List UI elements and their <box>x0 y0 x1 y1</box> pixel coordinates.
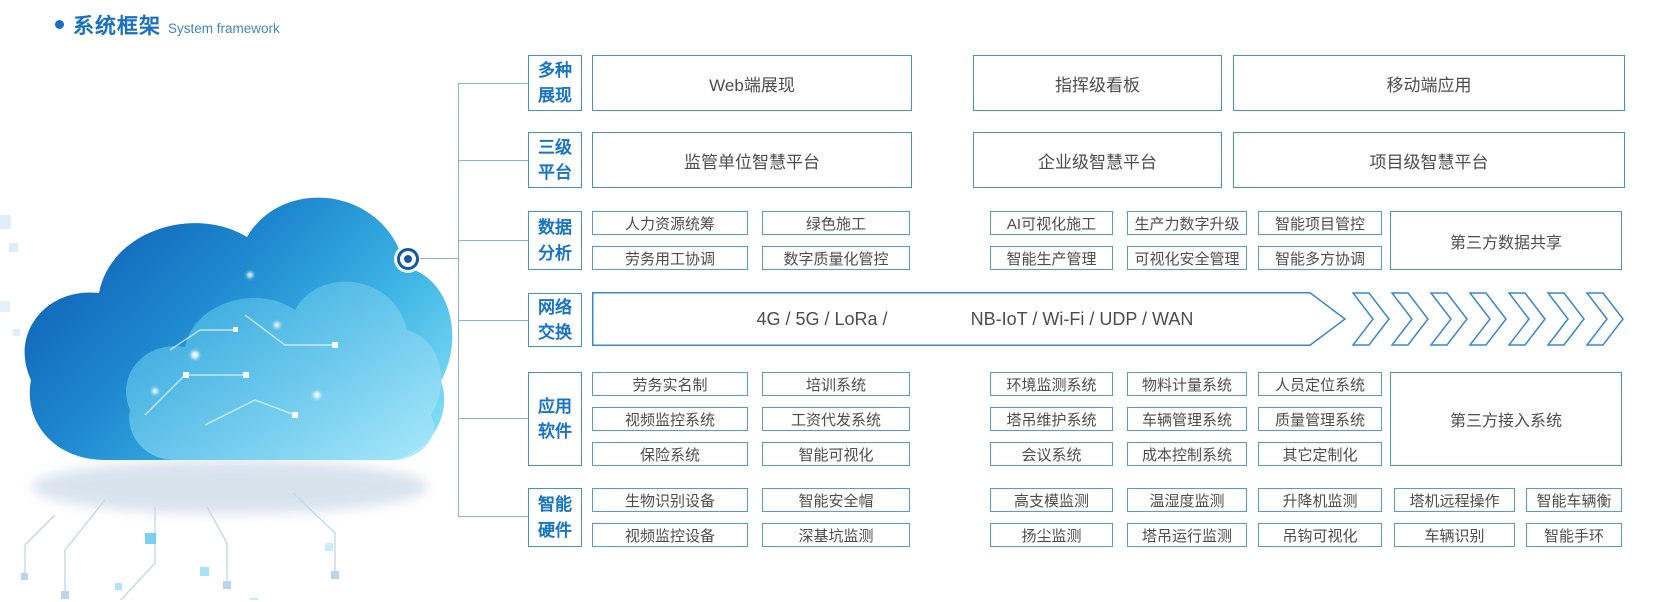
framework-box: 成本控制系统 <box>1127 442 1247 466</box>
framework-box: 培训系统 <box>762 372 910 396</box>
connector-branch-display <box>458 83 528 84</box>
framework-box: 升降机监测 <box>1258 488 1382 512</box>
framework-box: 温湿度监测 <box>1127 488 1247 512</box>
framework-box: 劳务用工协调 <box>592 246 748 270</box>
framework-box: 环境监测系统 <box>990 372 1113 396</box>
connector-branch-platform <box>458 160 528 161</box>
framework-box: 车辆识别 <box>1394 523 1515 547</box>
framework-box: 企业级智慧平台 <box>973 132 1222 188</box>
framework-box: 智能多方协调 <box>1258 246 1382 270</box>
framework-box: 高支模监测 <box>990 488 1113 512</box>
framework-box: 移动端应用 <box>1233 55 1625 111</box>
framework-box: 监管单位智慧平台 <box>592 132 912 188</box>
section-title-zh: 系统框架 <box>73 15 161 38</box>
framework-box: 生产力数字升级 <box>1127 211 1247 235</box>
framework-box: 生物识别设备 <box>592 488 748 512</box>
row-label-platform: 三级 平台 <box>528 132 582 188</box>
framework-box: 智能项目管控 <box>1258 211 1382 235</box>
framework-box: 深基坑监测 <box>762 523 910 547</box>
framework-box: 塔机远程操作 <box>1394 488 1515 512</box>
framework-box: 指挥级看板 <box>973 55 1222 111</box>
cloud-hub-node-dot <box>404 255 412 263</box>
third-party-data-share-box: 第三方数据共享 <box>1390 211 1622 270</box>
framework-box: 数字质量化管控 <box>762 246 910 270</box>
framework-box: 视频监控设备 <box>592 523 748 547</box>
section-title: 系统框架 System framework <box>55 10 280 40</box>
framework-box: 会议系统 <box>990 442 1113 466</box>
framework-box: 人员定位系统 <box>1258 372 1382 396</box>
network-banner: 4G / 5G / LoRa / NB-IoT / Wi-Fi / UDP / … <box>592 292 1352 346</box>
connector-node-to-trunk <box>420 258 458 259</box>
network-banner-text-right: NB-IoT / Wi-Fi / UDP / WAN <box>970 308 1194 329</box>
framework-box: 劳务实名制 <box>592 372 748 396</box>
framework-box: 保险系统 <box>592 442 748 466</box>
chevron-arrows-icon <box>1352 292 1624 346</box>
framework-box: 塔吊运行监测 <box>1127 523 1247 547</box>
cloud-illustration <box>0 197 453 600</box>
row-label-software: 应用 软件 <box>528 372 582 466</box>
framework-box: 绿色施工 <box>762 211 910 235</box>
connector-branch-hardware <box>458 516 528 517</box>
row-label-hardware: 智能 硬件 <box>528 488 582 547</box>
cloud-hub-node <box>397 248 419 270</box>
framework-box: 可视化安全管理 <box>1127 246 1247 270</box>
third-party-access-box: 第三方接入系统 <box>1390 372 1622 466</box>
connector-trunk <box>458 83 459 517</box>
framework-box: 塔吊维护系统 <box>990 407 1113 431</box>
framework-box: 吊钩可视化 <box>1258 523 1382 547</box>
row-label-analysis: 数据 分析 <box>528 211 582 270</box>
connector-branch-software <box>458 418 528 419</box>
row-label-display: 多种 展现 <box>528 55 582 111</box>
row-label-network: 网络 交换 <box>528 293 582 347</box>
framework-box: 工资代发系统 <box>762 407 910 431</box>
framework-box: 物料计量系统 <box>1127 372 1247 396</box>
framework-box: 智能可视化 <box>762 442 910 466</box>
framework-box: 人力资源统筹 <box>592 211 748 235</box>
framework-box: 智能手环 <box>1526 523 1622 547</box>
section-title-en: System framework <box>168 21 280 36</box>
framework-box: 质量管理系统 <box>1258 407 1382 431</box>
framework-box: 项目级智慧平台 <box>1233 132 1625 188</box>
framework-box: 其它定制化 <box>1258 442 1382 466</box>
framework-box: AI可视化施工 <box>990 211 1113 235</box>
framework-box: 智能安全帽 <box>762 488 910 512</box>
framework-box: 智能车辆衡 <box>1526 488 1622 512</box>
network-banner-shape <box>592 292 1347 346</box>
connector-branch-analysis <box>458 240 528 241</box>
framework-box: 智能生产管理 <box>990 246 1113 270</box>
bullet-icon <box>55 20 64 29</box>
framework-box: 视频监控系统 <box>592 407 748 431</box>
framework-box: Web端展现 <box>592 55 912 111</box>
framework-box: 车辆管理系统 <box>1127 407 1247 431</box>
connector-branch-network <box>458 320 528 321</box>
framework-box: 扬尘监测 <box>990 523 1113 547</box>
network-banner-text-left: 4G / 5G / LoRa / <box>756 308 888 329</box>
